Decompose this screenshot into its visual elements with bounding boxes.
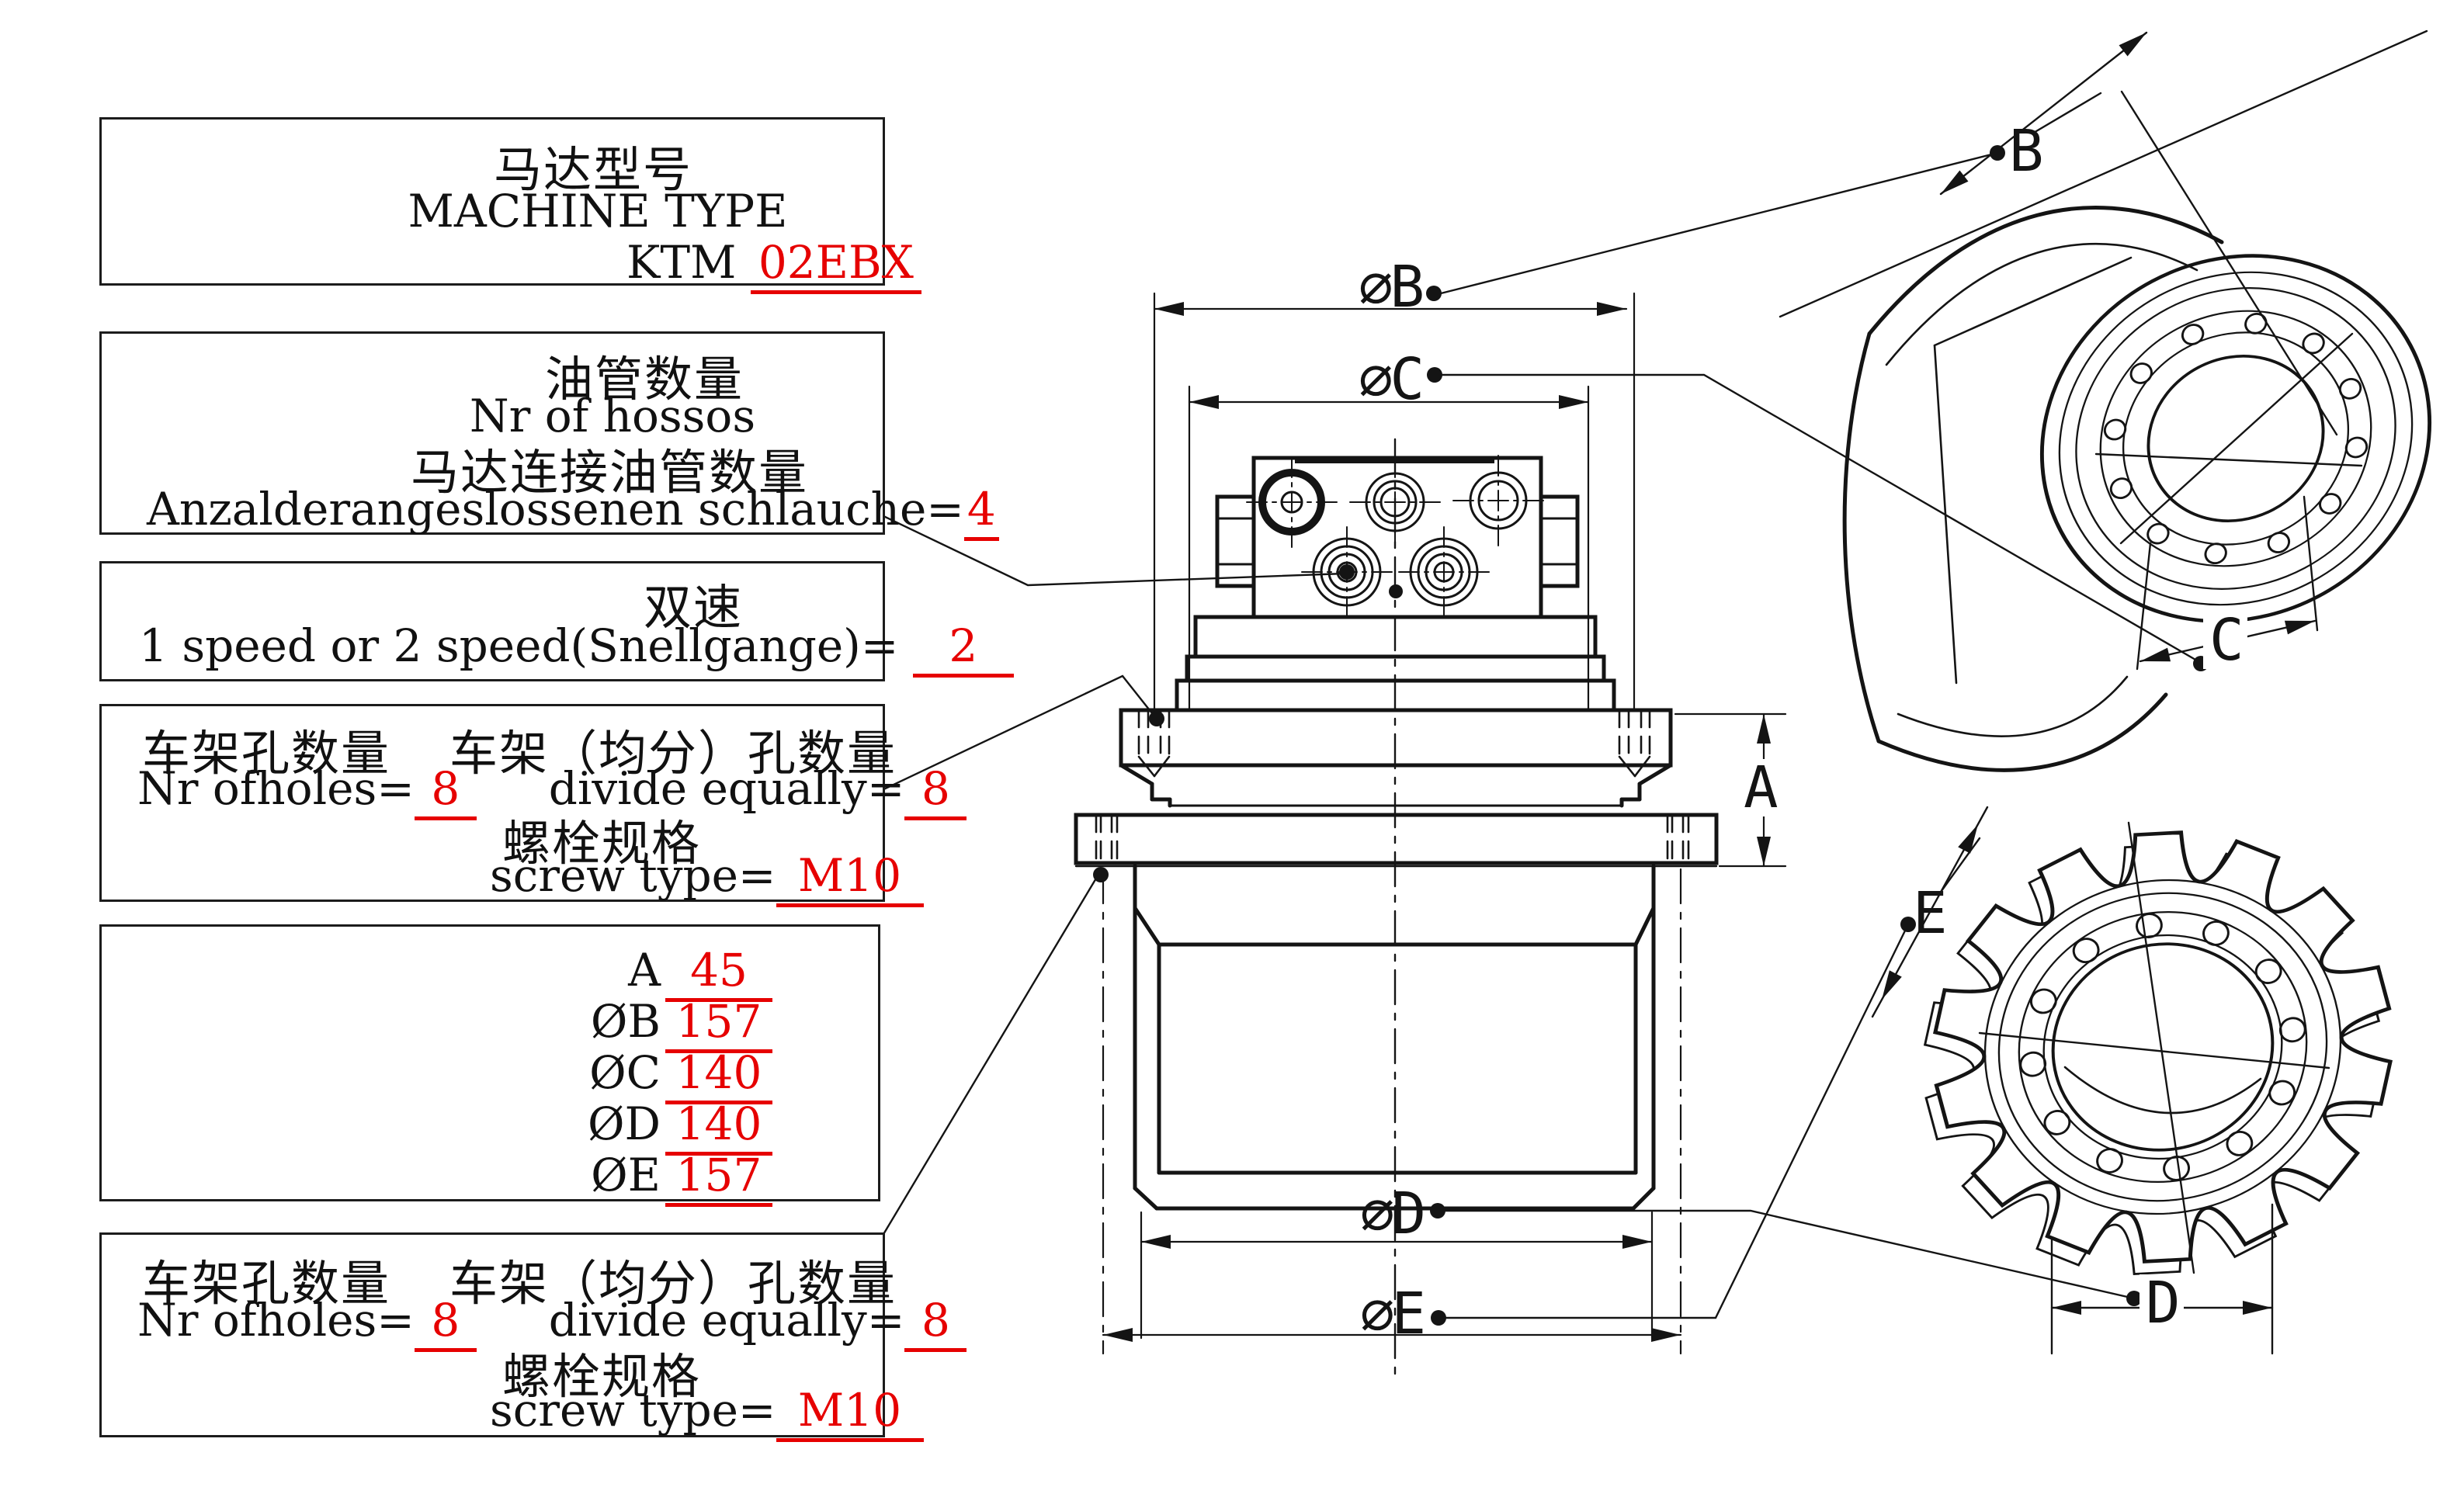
screw-label: screw type= (490, 849, 776, 902)
hose-subtitle-cn: 马达连接油管数量 (410, 444, 809, 501)
leader-dots (1093, 145, 2209, 1326)
hose-title-cn: 油管数量 (544, 351, 744, 407)
dimension-arrows (1103, 33, 2315, 1342)
speed-box: 双速 1 speed or 2 speed(Snellgange)= 2 (99, 561, 1014, 681)
dim-row-d: ØD 140 (102, 1097, 878, 1156)
speed-title-cn: 双速 (643, 579, 744, 636)
dimension-values-box: A 45 ØB 157 ØC 140 ØD 140 ØE 157 (99, 924, 880, 1207)
machine-type-model-value: 02EBX (750, 236, 921, 294)
frame-holes-title-left: 车架孔数量 (142, 1255, 391, 1312)
speed-value: 2 (912, 619, 1014, 678)
hose-count-value: 4 (963, 483, 999, 541)
dim-label-e: E (1913, 880, 1948, 947)
divide-value: 8 (904, 762, 967, 820)
sprocket-view (1871, 806, 2393, 1355)
hose-count-box: 油管数量 Nr of hossos 马达连接油管数量 Anzalderanges… (99, 331, 999, 541)
speed-label: 1 speed or 2 speed(Snellgange)= (139, 619, 899, 672)
front-view-motor (1074, 438, 1719, 1379)
divide-label: divide equally= (548, 762, 905, 815)
dim-row-b: ØB 157 (102, 995, 878, 1053)
leader-lines (877, 151, 2202, 1319)
dim-b-value: 157 (665, 995, 772, 1053)
frame-holes-title-right: 车架（均分）孔数量 (449, 1255, 897, 1312)
machine-type-title-cn: 马达型号 (493, 141, 693, 198)
dim-label-phi-c: ∅C (1359, 346, 1425, 413)
dim-e-label: ØE (591, 1149, 661, 1201)
divide-value: 8 (904, 1294, 967, 1352)
dim-b-label: ØB (590, 995, 661, 1048)
dim-a-value: 45 (665, 944, 772, 1002)
machine-type-prefix: KTM (626, 236, 737, 289)
dim-label-b: B (2009, 118, 2044, 185)
frame-holes-title-left: 车架孔数量 (142, 725, 391, 782)
screw-label: screw type= (490, 1384, 776, 1437)
dim-label-phi-e: ∅E (1360, 1281, 1426, 1347)
dim-c-label: ØC (589, 1046, 661, 1099)
dim-label-phi-b: ∅B (1359, 254, 1425, 321)
holes-value: 8 (414, 1294, 477, 1352)
holes-label: Nr ofholes= (137, 1294, 415, 1347)
dimension-lines (1102, 292, 1787, 1355)
dim-row-a: A 45 (102, 944, 878, 1002)
dim-label-a: A (1737, 759, 1782, 816)
screw-title: 螺栓规格 (501, 1348, 702, 1405)
frame-holes-title-right: 车架（均分）孔数量 (449, 725, 897, 782)
dim-label-c: C (2203, 612, 2247, 669)
hose-subtitle-en: Nr of hossos (469, 390, 756, 442)
dim-c-value: 140 (665, 1046, 772, 1104)
machine-type-box: 马达型号 MACHINE TYPE KTM 02EBX (99, 117, 921, 294)
screw-title: 螺栓规格 (501, 815, 702, 872)
dim-a-label: A (628, 944, 661, 997)
dim-row-e: ØE 157 (102, 1149, 878, 1207)
dim-row-c: ØC 140 (102, 1046, 878, 1104)
dim-label-phi-d: ∅D (1360, 1180, 1426, 1247)
frame-holes-box-lower: 车架孔数量 车架（均分）孔数量 Nr ofholes=8 divide equa… (99, 1232, 967, 1442)
dim-d-label: ØD (587, 1097, 661, 1150)
dim-e-value: 157 (665, 1149, 772, 1207)
divide-label: divide equally= (548, 1294, 905, 1347)
holes-value: 8 (414, 762, 477, 820)
machine-type-title-en: MACHINE TYPE (408, 185, 788, 237)
dim-label-d: D (2140, 1274, 2184, 1332)
housing-iso-view (1779, 29, 2432, 772)
frame-holes-box-upper: 车架孔数量 车架（均分）孔数量 Nr ofholes=8 divide equa… (99, 704, 967, 907)
hose-label-de: Anzalderangeslossenen schlauche= (147, 483, 964, 536)
holes-label: Nr ofholes= (137, 762, 415, 815)
dim-d-value: 140 (665, 1097, 772, 1156)
screw-value: M10 (776, 1384, 924, 1442)
screw-value: M10 (776, 849, 924, 907)
